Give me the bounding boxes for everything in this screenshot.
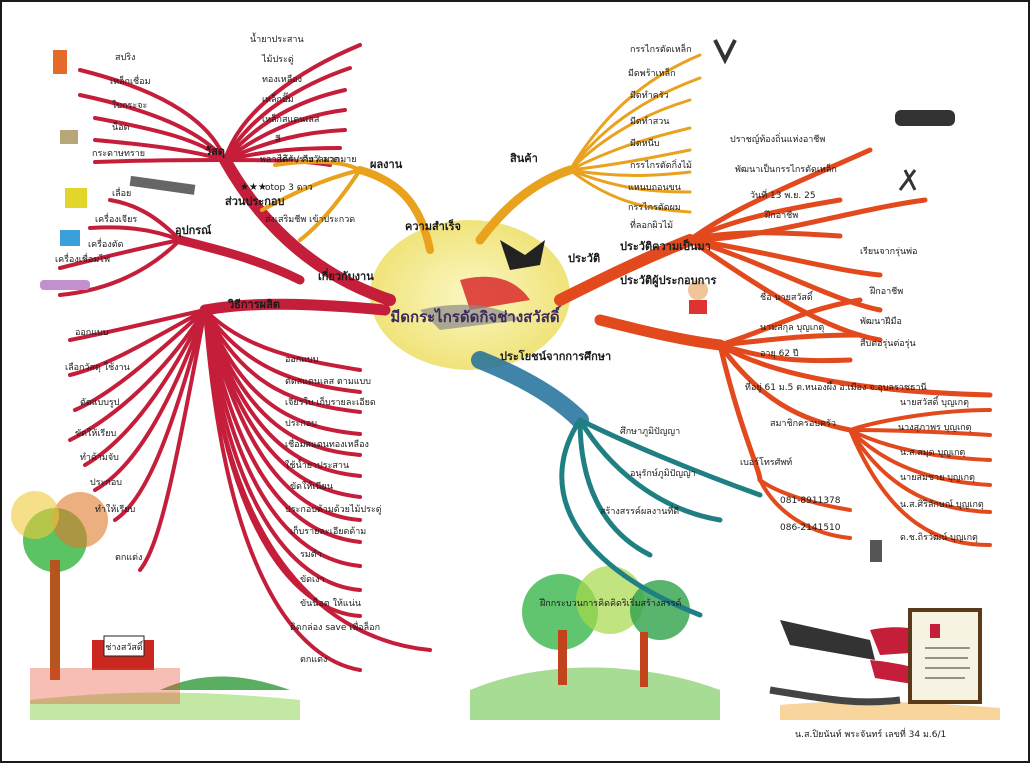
history-development-items: ปราชญ์ท้องถิ่นแห่งอาชีพพัฒนาเป็นกรรไกรตั… [730,132,917,349]
result-item: ส่งเสริมชีพ เข้าประกวด [265,214,355,225]
material-item: ทองเหลือง [262,74,302,85]
history-owner-item: เบอร์โทรศัพท์ [740,456,792,468]
material-item: เหล็กสแตนเลส [262,112,320,125]
material-item: กระดาษทราย [92,149,145,159]
family-member: ด.ช.ถิรวัฒน์ บุญเกตุ [900,531,978,543]
family-member: นายสมชาย บุญเกตุ [900,473,975,483]
equipment-item: เลื่อย [112,186,131,199]
history-owner-item: สมาชิกครอบครัว [770,418,836,429]
welder-icon [40,280,90,290]
results-stars: ★★★ [240,182,267,193]
author-signature: น.ส.ปิยนันท์ พระจันทร์ เลขที่ 34 ม.6/1 [795,727,946,740]
certificate-illustration [910,610,980,702]
center-node: มีดกระไกรดัดกิจช่างสวัสดิ์ [370,220,570,370]
center-title: มีดกระไกรดัดกิจช่างสวัสดิ์ [390,305,561,326]
method-step-right: เก็บรายละเอียดด้าม [290,524,366,537]
phone-number: 081-8911378 [780,496,841,506]
history-development-item: เรียนจากรุ่นพ่อ [860,246,917,257]
history-development-item: พัฒนาเป็นกรรไกรตัดเหล็ก [735,162,837,175]
method-step-right: ใช้น้ำยาประสาน [285,458,349,471]
result-item: ได้รับรางวัลมากมาย [277,154,356,165]
method-step-left: ตกแต่ง [115,553,142,563]
benefits-label: ประโยชน์จากการศึกษา [500,349,611,363]
results-items: ได้รับรางวัลมากมาย otop 3 ดาวส่งเสริมชีพ … [265,154,356,225]
method-step-left: ออกแบบ [75,328,109,338]
grinder-icon [60,230,80,246]
material-item: เหล็กปั๊ม [262,92,294,105]
wrench-icon [65,188,87,208]
material-item: น้ำยาประสาน [250,32,304,45]
benefit-item: ศึกษาภูมิปัญญา [620,426,680,437]
benefit-item: อนุรักษ์ภูมิปัญญา [630,467,696,479]
material-item: ใบกระจะ [112,100,147,111]
screwdriver-icon [130,176,196,195]
family-member: น.ส.ศิริลักษณ์ บุญเกตุ [900,498,984,510]
method-step-right: รมดำ [300,549,322,560]
benefit-item: สร้างสรรค์ผลงานที่ดี [600,504,679,517]
history-owner-item: นามสกุล บุญเกตุ [760,323,824,333]
method-step-right: ตกแต่ง [300,655,327,665]
family-member: นางสุภาพร บุญเกตุ [898,423,972,433]
history-development-item: ฝึกอาชีพ [764,210,798,221]
method-step-left: ทำด้ามจับ [80,452,119,463]
knife-icon [895,110,955,126]
success-label: ความสำเร็จ [405,219,461,233]
product-item: ที่ลอกผิวไม้ [630,218,673,231]
bottle-icon [53,50,67,74]
history-development-item: พัฒนาฝีมือ [860,316,902,327]
history-development-item: ฝึกอาชีพ [869,286,903,297]
equipment-item: เครื่องตัด [88,237,124,250]
method-step-right: ขัดให้เนียน [290,481,333,492]
history-development-label: ประวัติความเป็นมา [620,239,711,253]
method-label: วิธีการผลิต [227,298,280,311]
products-label: สินค้า [510,152,538,165]
history-owner-item: อายุ 62 ปี [760,348,799,359]
equipment-item: เครื่องเชื่อมไฟ [55,252,110,265]
product-item: มีดทำครัว [630,90,669,101]
product-item: มีดทำสวน [630,116,669,127]
scissors-icon [900,170,915,190]
material-item: สปริง [115,52,135,63]
method-step-left: ขัดให้เรียบ [75,428,117,439]
material-item: เหล็กเชื่อม [110,74,151,87]
branch-method [70,304,430,670]
about-work-label: เกี่ยวกับงาน [318,268,374,283]
method-step-left: ตัดแบบรูป [80,398,120,408]
phone-icon [870,540,882,562]
product-item: กรรไกรตัดผม [628,202,681,213]
method-step-right: ประกอบด้ามด้วยไม้ประดู่ [285,504,382,515]
result-item: otop 3 ดาว [265,183,313,193]
family-member: นายสวัสดิ์ บุญเกตุ [900,395,969,408]
branch-history [560,150,990,545]
paper-icon [60,130,78,144]
family-member: น.ส.สมุด บุญเกตุ [900,448,965,458]
product-item: มีดพร้าเหล็ก [628,66,676,79]
pliers-icon [715,40,735,60]
product-item: กรรไกรตัดเหล็ก [630,42,692,55]
history-development-item: สืบต่อรุ่นต่อรุ่น [860,338,916,349]
method-step-left: ประกอบ [90,478,122,488]
history-label: ประวัติ [568,252,600,265]
material-item: สี [275,134,281,145]
method-step-right: ประกอบ [285,419,317,429]
phone-number: 086-2141510 [780,523,841,533]
method-step-right: ขัดเงา [300,575,325,585]
equipment-item: เครื่องเจียร [95,212,137,225]
materials-label: วัสดุ [205,145,225,159]
method-step-left: เลือกวัสดุ ใช้งาน [65,362,130,373]
history-development-item: ปราชญ์ท้องถิ่นแห่งอาชีพ [730,132,825,145]
method-step-right: ตัดสแตนเลส ตามแบบ [285,377,371,387]
results-label: ผลงาน [370,158,403,171]
history-owner-label: ประวัติผู้ประกอบการ [620,274,716,288]
product-item: แหนบถอนขน [628,183,681,193]
method-step-right: ติดกล่อง save เพื่อล็อก [290,620,380,633]
components-label: ส่วนประกอบ [225,195,284,208]
equipment-label: อุปกรณ์ [175,224,212,238]
method-step-right: ออกแบบ [285,355,319,365]
method-step-left: ทำให้เรียบ [95,504,135,515]
product-item: มีดหนีบ [630,138,660,149]
material-item: ไม้ประดู่ [261,54,294,65]
